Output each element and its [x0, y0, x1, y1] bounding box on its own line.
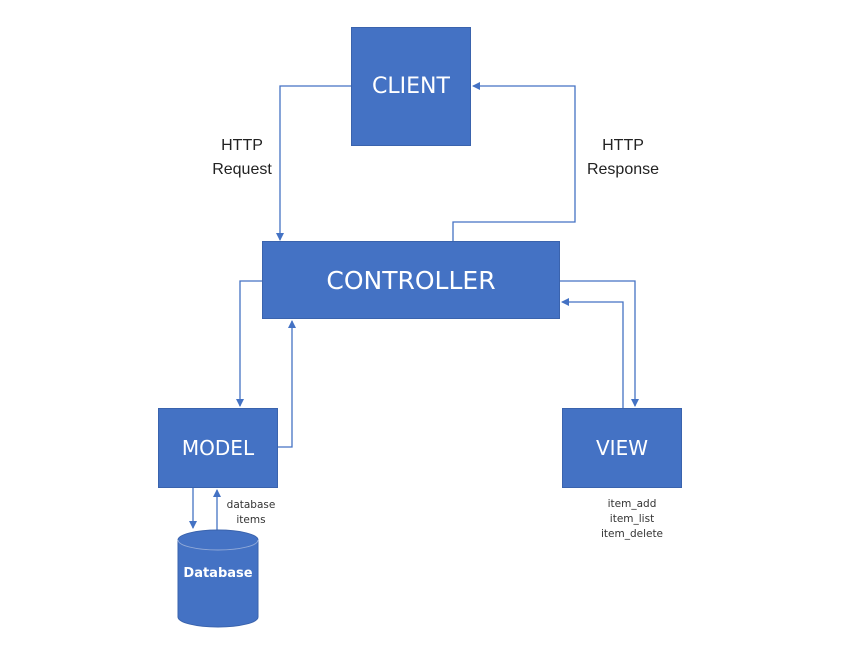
model-label: MODEL — [181, 436, 255, 460]
controller-label: CONTROLLER — [326, 265, 496, 295]
model-to-controller-arrow — [278, 320, 296, 448]
http-request-line-2: Request — [212, 161, 272, 178]
database-cylinder — [177, 529, 259, 628]
http-request-line-1: HTTP — [221, 137, 263, 154]
controller-to-model-arrow — [236, 280, 262, 407]
database-items-line-1: database — [226, 499, 276, 511]
controller-node: CONTROLLER — [262, 241, 560, 319]
http-request-arrow — [276, 85, 351, 241]
http-request-label: HTTP Request — [203, 134, 281, 182]
view-to-controller-arrow — [561, 298, 624, 408]
client-label: CLIENT — [372, 74, 450, 99]
view-op-item-list: item_list — [609, 513, 655, 525]
http-response-arrow — [452, 82, 576, 241]
http-response-line-2: Response — [586, 161, 660, 178]
view-label: VIEW — [596, 436, 648, 460]
model-node: MODEL — [158, 408, 278, 488]
database-items-line-2: items — [236, 514, 266, 526]
view-operations-label: item_add item_list item_delete — [592, 497, 672, 542]
http-response-label: HTTP Response — [577, 134, 669, 182]
view-op-item-add: item_add — [607, 498, 657, 510]
controller-to-view-arrow — [560, 280, 639, 407]
client-node: CLIENT — [351, 27, 471, 146]
view-op-item-delete: item_delete — [600, 528, 664, 540]
http-response-line-1: HTTP — [602, 137, 644, 154]
view-node: VIEW — [562, 408, 682, 488]
database-label: Database — [183, 566, 253, 581]
database-items-label: database items — [222, 498, 280, 528]
